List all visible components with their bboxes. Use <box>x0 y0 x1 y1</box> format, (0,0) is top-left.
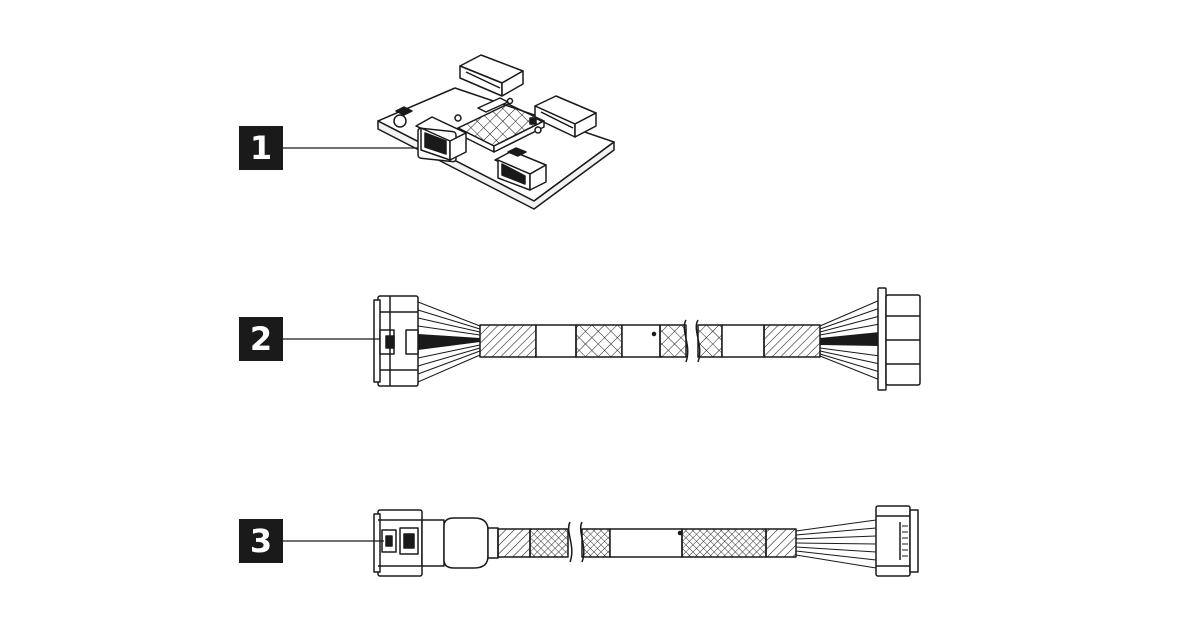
power-cable-left-connector <box>373 295 419 387</box>
sleeve-plain <box>621 324 661 358</box>
board-component <box>393 114 407 128</box>
interposer-board <box>377 54 615 210</box>
sleeve-hatched <box>479 324 537 358</box>
sleeve-plain <box>609 528 683 558</box>
board-connector-front-right <box>494 147 547 191</box>
board-screw <box>534 126 542 134</box>
signal-cable <box>373 505 919 577</box>
callout-2: 2 <box>239 317 283 361</box>
board-screw <box>454 114 462 122</box>
sleeve-fine <box>581 528 611 558</box>
sleeve-hatched <box>765 528 797 558</box>
power-cable-wires-left <box>417 301 481 383</box>
board-screw <box>506 97 514 105</box>
signal-cable-boot <box>443 517 489 569</box>
sleeve-fine <box>681 528 767 558</box>
sleeve-crosshatched <box>659 324 687 358</box>
callout-1: 1 <box>239 126 283 170</box>
signal-cable-right-connector <box>875 505 919 577</box>
sleeve-hatched <box>497 528 531 558</box>
board-connector-front-left <box>415 116 467 163</box>
power-cable-wires-right <box>819 299 881 381</box>
signal-cable-left-connector <box>373 509 445 577</box>
board-connector-upper <box>459 54 524 97</box>
power-cable <box>373 287 921 391</box>
sleeve-crosshatched <box>575 324 623 358</box>
callout-3: 3 <box>239 519 283 563</box>
signal-cable-wires-right <box>795 519 877 569</box>
power-cable-right-connector <box>877 287 921 391</box>
sleeve-plain <box>535 324 577 358</box>
sleeve-fine <box>529 528 569 558</box>
sleeve-hatched <box>763 324 821 358</box>
board-connector-right <box>534 95 597 138</box>
